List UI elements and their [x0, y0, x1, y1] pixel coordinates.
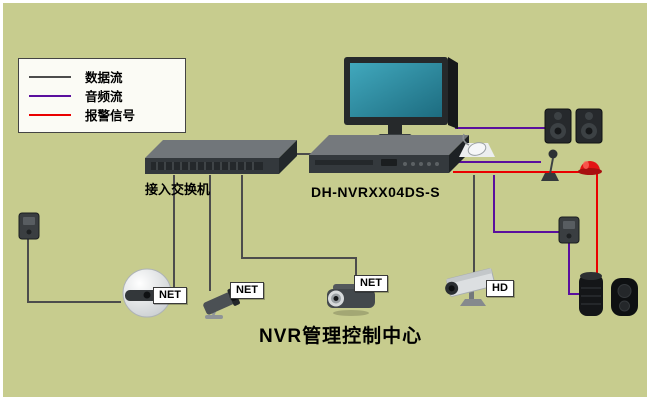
- alarm-strobe-icon: [575, 155, 605, 177]
- microphone-icon: [537, 147, 565, 185]
- ptz-camera-icon: [317, 279, 385, 317]
- legend-label-alarm: 报警信号: [85, 109, 136, 123]
- dome-camera-tag: NET: [153, 287, 187, 304]
- audio-line-to-right-panel: [493, 231, 559, 233]
- data-line-swatch: [29, 75, 71, 78]
- audio-line-right-panel-down: [568, 243, 570, 295]
- switch-label: 接入交换机: [145, 182, 211, 197]
- alarm-panel-right-icon: [557, 215, 581, 245]
- data-line-to-ptz: [355, 257, 357, 279]
- nvr-label: DH-NVRXX04DS-S: [311, 184, 441, 200]
- monitor-icon: [336, 55, 466, 147]
- data-line-nvr-to-boxcam: [473, 175, 475, 281]
- alarm-line-swatch: [29, 113, 71, 116]
- audio-line-nvr-to-mic: [453, 161, 541, 163]
- audio-line-nvr-down: [493, 175, 495, 233]
- box-camera-tag: HD: [486, 280, 514, 297]
- data-line-switch-to-nvr: [289, 153, 311, 155]
- alarm-line-down-to-devices: [596, 171, 598, 275]
- audio-output-devices-icon: [573, 266, 643, 320]
- legend-label-data: 数据流: [85, 71, 123, 85]
- legend-label-audio: 音频流: [85, 90, 123, 104]
- bullet-camera-tag: NET: [230, 282, 264, 299]
- data-line-left-panel-to-dome: [27, 301, 121, 303]
- data-line-trunk-horizontal: [241, 257, 357, 259]
- data-line-switch-to-dome: [173, 175, 175, 287]
- ptz-camera-tag: NET: [354, 275, 388, 292]
- box-camera-icon: [435, 261, 511, 311]
- legend: 数据流 音频流 报警信号: [18, 58, 186, 133]
- nvr-recorder-icon: [301, 131, 476, 183]
- alarm-panel-left-icon: [17, 211, 41, 241]
- legend-row-alarm: 报警信号: [29, 105, 175, 124]
- data-line-left-panel-down: [27, 239, 29, 303]
- mouse-icon: [453, 131, 499, 161]
- audio-line-swatch: [29, 94, 71, 97]
- data-line-switch-to-bullet: [209, 175, 211, 291]
- audio-line-to-output: [568, 293, 582, 295]
- diagram-title: NVR管理控制中心: [259, 326, 423, 347]
- audio-line-nvr-to-speakers: [455, 127, 555, 129]
- legend-row-audio: 音频流: [29, 86, 175, 105]
- legend-row-data: 数据流: [29, 67, 175, 86]
- data-line-switch-trunk: [241, 175, 243, 259]
- speakers-icon: [543, 105, 605, 145]
- network-switch-icon: [141, 136, 301, 181]
- alarm-line-nvr-to-strobe: [453, 171, 597, 173]
